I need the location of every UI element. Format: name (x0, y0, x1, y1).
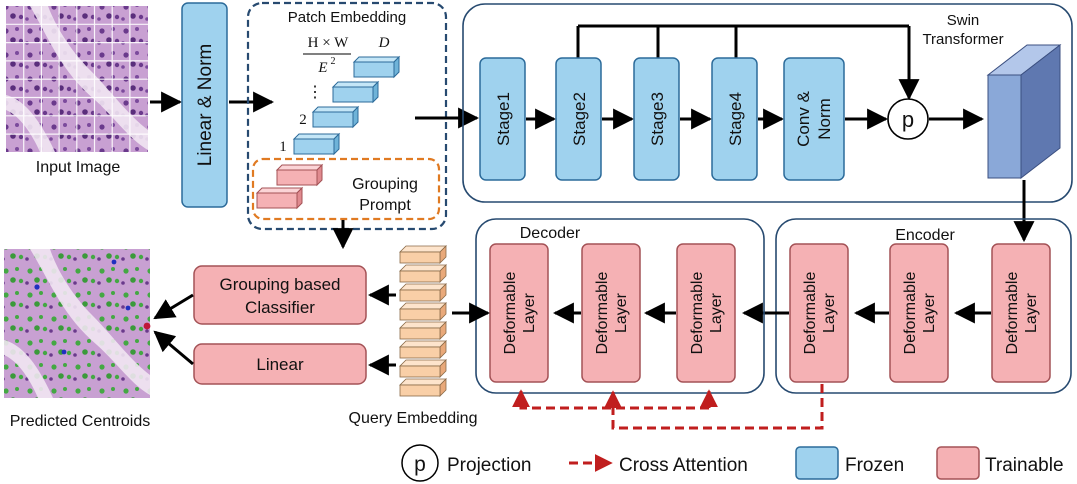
classifier-label-1: Grouping based (220, 275, 341, 294)
legend-projection-label: Projection (447, 455, 532, 476)
legend-projection-symbol: p (414, 453, 426, 476)
prompt-token-2 (275, 163, 324, 187)
formula-d: D (378, 35, 390, 51)
prompt-token-1 (255, 186, 304, 210)
stage3-label: Stage3 (648, 92, 667, 146)
patch-token-n (352, 55, 401, 79)
encoder-layer-3 (991, 243, 1051, 383)
query-token (399, 245, 447, 264)
encoder-layer-3-label-2: Layer (1023, 292, 1040, 333)
legend-trainable-swatch (936, 446, 980, 480)
decoder-layer-1 (489, 243, 549, 383)
patch-grid (6, 6, 148, 152)
stage2-label: Stage2 (570, 92, 589, 146)
patch-index-2: 2 (299, 112, 307, 128)
formula-exponent: 2 (331, 56, 336, 67)
linear-head-block (193, 343, 367, 385)
predicted-centroids-image (4, 249, 151, 398)
legend-frozen-label: Frozen (845, 455, 904, 476)
patch-token-3 (331, 80, 380, 104)
conv-norm-block (783, 57, 845, 181)
projection-node (887, 98, 929, 140)
stage1-label: Stage1 (494, 92, 513, 146)
grouping-prompt-container (251, 157, 441, 221)
skip-connections (576, 24, 920, 101)
formula-denominator: E (317, 60, 327, 76)
encoder-container (775, 218, 1072, 394)
grouping-prompt-label-1: Grouping (352, 176, 418, 193)
encoder-layer-3-label-1: Deformable (1004, 272, 1021, 355)
stage1-block (479, 57, 526, 181)
encoder-title: Encoder (895, 227, 955, 244)
query-embedding-stack (399, 245, 447, 397)
decoder-layer-3 (676, 243, 736, 383)
projection-symbol: p (902, 107, 914, 132)
legend-frozen-swatch (795, 446, 839, 480)
linear-head-label: Linear (256, 355, 304, 374)
feature-cube (986, 43, 1062, 180)
query-token (399, 378, 447, 397)
decoder-layer-1-label-1: Deformable (502, 272, 519, 355)
input-image-label: Input Image (36, 159, 121, 176)
decoder-layer-2-label-2: Layer (613, 292, 630, 333)
conv-norm-label-2: Norm (815, 98, 834, 140)
linear-norm-label: Linear & Norm (195, 44, 216, 167)
patch-index-1: 1 (279, 139, 287, 155)
linear-norm-block (181, 2, 228, 208)
decoder-title: Decoder (520, 225, 581, 242)
conv-norm-label-1: Conv & (794, 90, 813, 146)
cross-attention-paths (512, 384, 824, 430)
encoder-layer-1-label-1: Deformable (802, 272, 819, 355)
decoder-layer-2-label-1: Deformable (594, 272, 611, 355)
stage4-block (711, 57, 758, 181)
decoder-layer-1-label-2: Layer (521, 292, 538, 333)
arrow-linear-to-output (153, 330, 194, 366)
query-token (399, 321, 447, 340)
arrow-classifier-to-output (153, 293, 194, 320)
legend-cross-attention-label: Cross Attention (619, 455, 748, 476)
patch-token-1 (292, 132, 341, 156)
query-embedding-label: Query Embedding (349, 410, 478, 427)
grouping-prompt-label-2: Prompt (359, 197, 411, 214)
encoder-layer-1 (789, 243, 849, 383)
input-image (6, 6, 148, 152)
legend: p Projection Cross Attention Frozen Trai… (401, 444, 1064, 482)
decoder-layer-2 (581, 243, 641, 383)
predicted-centroids-label: Predicted Centroids (10, 413, 151, 430)
query-token (399, 283, 447, 302)
swin-title-2: Transformer (922, 31, 1003, 48)
encoder-layer-1-label-2: Layer (821, 292, 838, 333)
decoder-layer-3-label-1: Deformable (689, 272, 706, 355)
decoder-layer-3-label-2: Layer (708, 292, 725, 333)
stage3-block (633, 57, 680, 181)
swin-transformer-container (462, 3, 1073, 203)
patch-dots: ⋮ (307, 84, 323, 101)
swin-title-1: Swin (947, 12, 980, 29)
patch-token-2 (311, 105, 360, 129)
legend-trainable-label: Trainable (985, 455, 1064, 476)
legend-projection-icon (401, 444, 439, 482)
formula-numerator: H × W (308, 35, 350, 51)
patch-embedding-title: Patch Embedding (288, 9, 406, 26)
query-token (399, 359, 447, 378)
stage2-block (555, 57, 602, 181)
grouping-classifier-block (193, 265, 367, 325)
query-token (399, 264, 447, 283)
query-token (399, 340, 447, 359)
encoder-layer-2 (889, 243, 949, 383)
encoder-layer-2-label-1: Deformable (902, 272, 919, 355)
query-token (399, 302, 447, 321)
classifier-label-2: Classifier (245, 298, 315, 317)
encoder-layer-2-label-2: Layer (921, 292, 938, 333)
stage4-label: Stage4 (726, 92, 745, 146)
